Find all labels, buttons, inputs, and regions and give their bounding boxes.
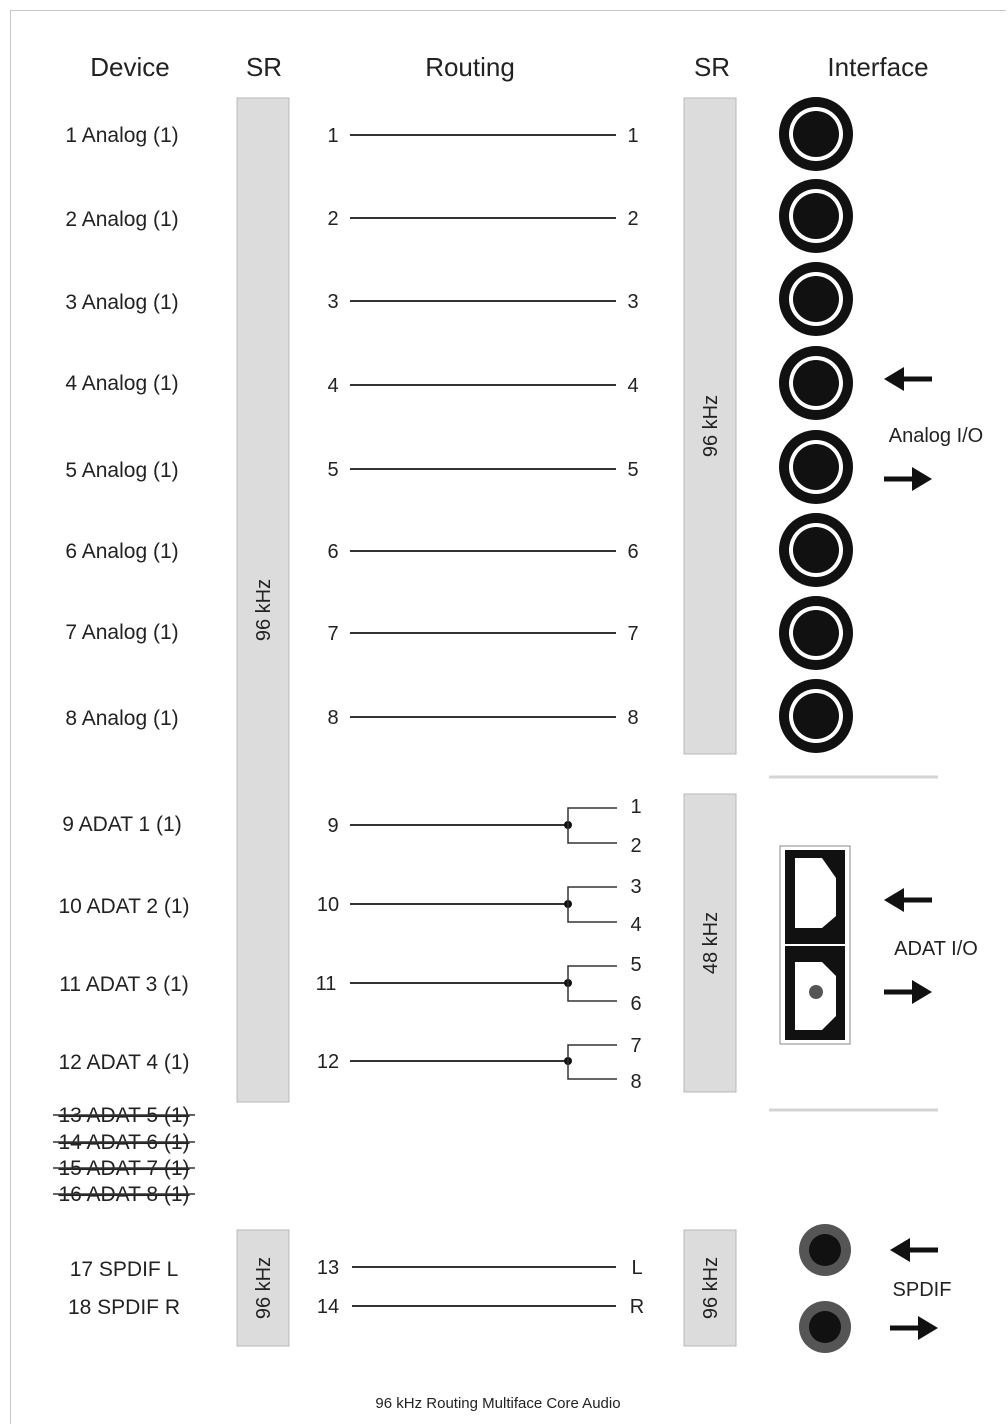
device-label: 5 Analog (1): [65, 459, 178, 482]
analog-jack-icon: [779, 179, 853, 253]
route-to-number: 7: [627, 623, 638, 645]
sr-label-left-main: 96 kHz: [253, 579, 275, 641]
device-label: 17 SPDIF L: [70, 1258, 179, 1281]
route-to-number: 4: [630, 914, 641, 936]
device-label: 10 ADAT 2 (1): [58, 895, 189, 918]
route-from-number: 12: [317, 1051, 339, 1073]
device-label: 6 Analog (1): [65, 540, 178, 563]
analog-jacks: [779, 97, 853, 753]
header-device: Device: [90, 52, 169, 82]
route-to-number: 6: [630, 993, 641, 1015]
route-from-number: 4: [327, 375, 338, 397]
spdif-jack-icon: [799, 1301, 851, 1353]
analog-jack-icon: [779, 430, 853, 504]
route-to-number: 3: [627, 291, 638, 313]
analog-routing: 1 1 2 2 3 3 4 4 5 5 6 6 7 7 8 8: [327, 125, 638, 729]
interface-label-spdif: SPDIF: [893, 1279, 952, 1301]
adat-optical-connector-icon: [779, 845, 851, 1045]
sr-label-right-adat: 48 kHz: [700, 912, 722, 974]
route-to-number: 8: [630, 1071, 641, 1093]
device-label: 3 Analog (1): [65, 291, 178, 314]
device-label: 11 ADAT 3 (1): [59, 973, 189, 996]
analog-jack-icon: [779, 262, 853, 336]
route-from-number: 14: [317, 1296, 339, 1318]
device-label: 12 ADAT 4 (1): [58, 1051, 189, 1074]
route-to-number: 4: [627, 375, 638, 397]
analog-jack-icon: [779, 513, 853, 587]
header-interface: Interface: [827, 52, 928, 82]
route-from-number: 10: [317, 894, 339, 916]
route-to-number: 1: [627, 125, 638, 147]
route-from-number: 13: [317, 1257, 339, 1279]
route-from-number: 2: [327, 208, 338, 230]
sr-bar-left-spdif: [236, 1229, 290, 1347]
device-label: 4 Analog (1): [65, 372, 178, 395]
sr-bar-left-main: [236, 97, 290, 1103]
route-from-number: 3: [327, 291, 338, 313]
route-to-number: 6: [627, 541, 638, 563]
device-label: 2 Analog (1): [65, 208, 178, 231]
split-branch: [567, 807, 617, 844]
arrow-right-icon: [884, 980, 932, 1004]
arrow-left-icon: [884, 888, 932, 912]
analog-jack-icon: [779, 97, 853, 171]
route-to-number: 5: [627, 459, 638, 481]
sr-bar-right-adat: [683, 793, 737, 1093]
spdif-routing: 13 L 14 R: [317, 1257, 644, 1318]
device-label: 8 Analog (1): [65, 707, 178, 730]
route-from-number: 5: [327, 459, 338, 481]
header-sr-left: SR: [246, 52, 282, 82]
route-from-number: 8: [327, 707, 338, 729]
sr-label-right-analog: 96 kHz: [700, 395, 722, 457]
route-from-number: 7: [327, 623, 338, 645]
device-label: 1 Analog (1): [65, 124, 178, 147]
route-to-number: 2: [627, 208, 638, 230]
page-border: [10, 10, 1006, 1424]
route-to-number: 7: [630, 1035, 641, 1057]
route-to-label: L: [631, 1257, 642, 1279]
diagram-caption: 96 kHz Routing Multiface Core Audio: [375, 1395, 620, 1412]
interface-label-adat: ADAT I/O: [894, 938, 978, 960]
adat-routing: 9 1 2 10 3 4 11 5 6 12 7 8: [316, 796, 642, 1093]
sr-bar-right-spdif: [683, 1229, 737, 1347]
analog-jack-icon: [779, 679, 853, 753]
device-label: 7 Analog (1): [65, 621, 178, 644]
header-sr-right: SR: [694, 52, 730, 82]
arrow-left-icon: [884, 367, 932, 391]
split-branch: [567, 965, 617, 1002]
arrow-right-icon: [884, 467, 932, 491]
analog-jack-icon: [779, 346, 853, 420]
route-from-number: 9: [327, 815, 338, 837]
route-to-label: R: [630, 1296, 644, 1318]
route-to-number: 1: [630, 796, 641, 818]
arrow-left-icon: [890, 1238, 938, 1262]
analog-jack-icon: [779, 596, 853, 670]
sr-label-left-spdif: 96 kHz: [253, 1257, 275, 1319]
split-branch: [567, 886, 617, 923]
header-routing: Routing: [425, 52, 515, 82]
route-to-number: 2: [630, 835, 641, 857]
route-from-number: 6: [327, 541, 338, 563]
interface-label-analog: Analog I/O: [889, 425, 984, 447]
sr-label-right-spdif: 96 kHz: [700, 1257, 722, 1319]
route-to-number: 5: [630, 954, 641, 976]
spdif-jack-icon: [799, 1224, 851, 1276]
arrow-right-icon: [890, 1316, 938, 1340]
route-from-number: 1: [327, 125, 338, 147]
route-to-number: 3: [630, 876, 641, 898]
sr-bar-right-analog: [683, 97, 737, 755]
device-label: 9 ADAT 1 (1): [62, 813, 181, 836]
device-label: 18 SPDIF R: [68, 1296, 180, 1319]
route-from-number: 11: [316, 973, 337, 995]
split-branch: [567, 1044, 617, 1080]
route-to-number: 8: [627, 707, 638, 729]
